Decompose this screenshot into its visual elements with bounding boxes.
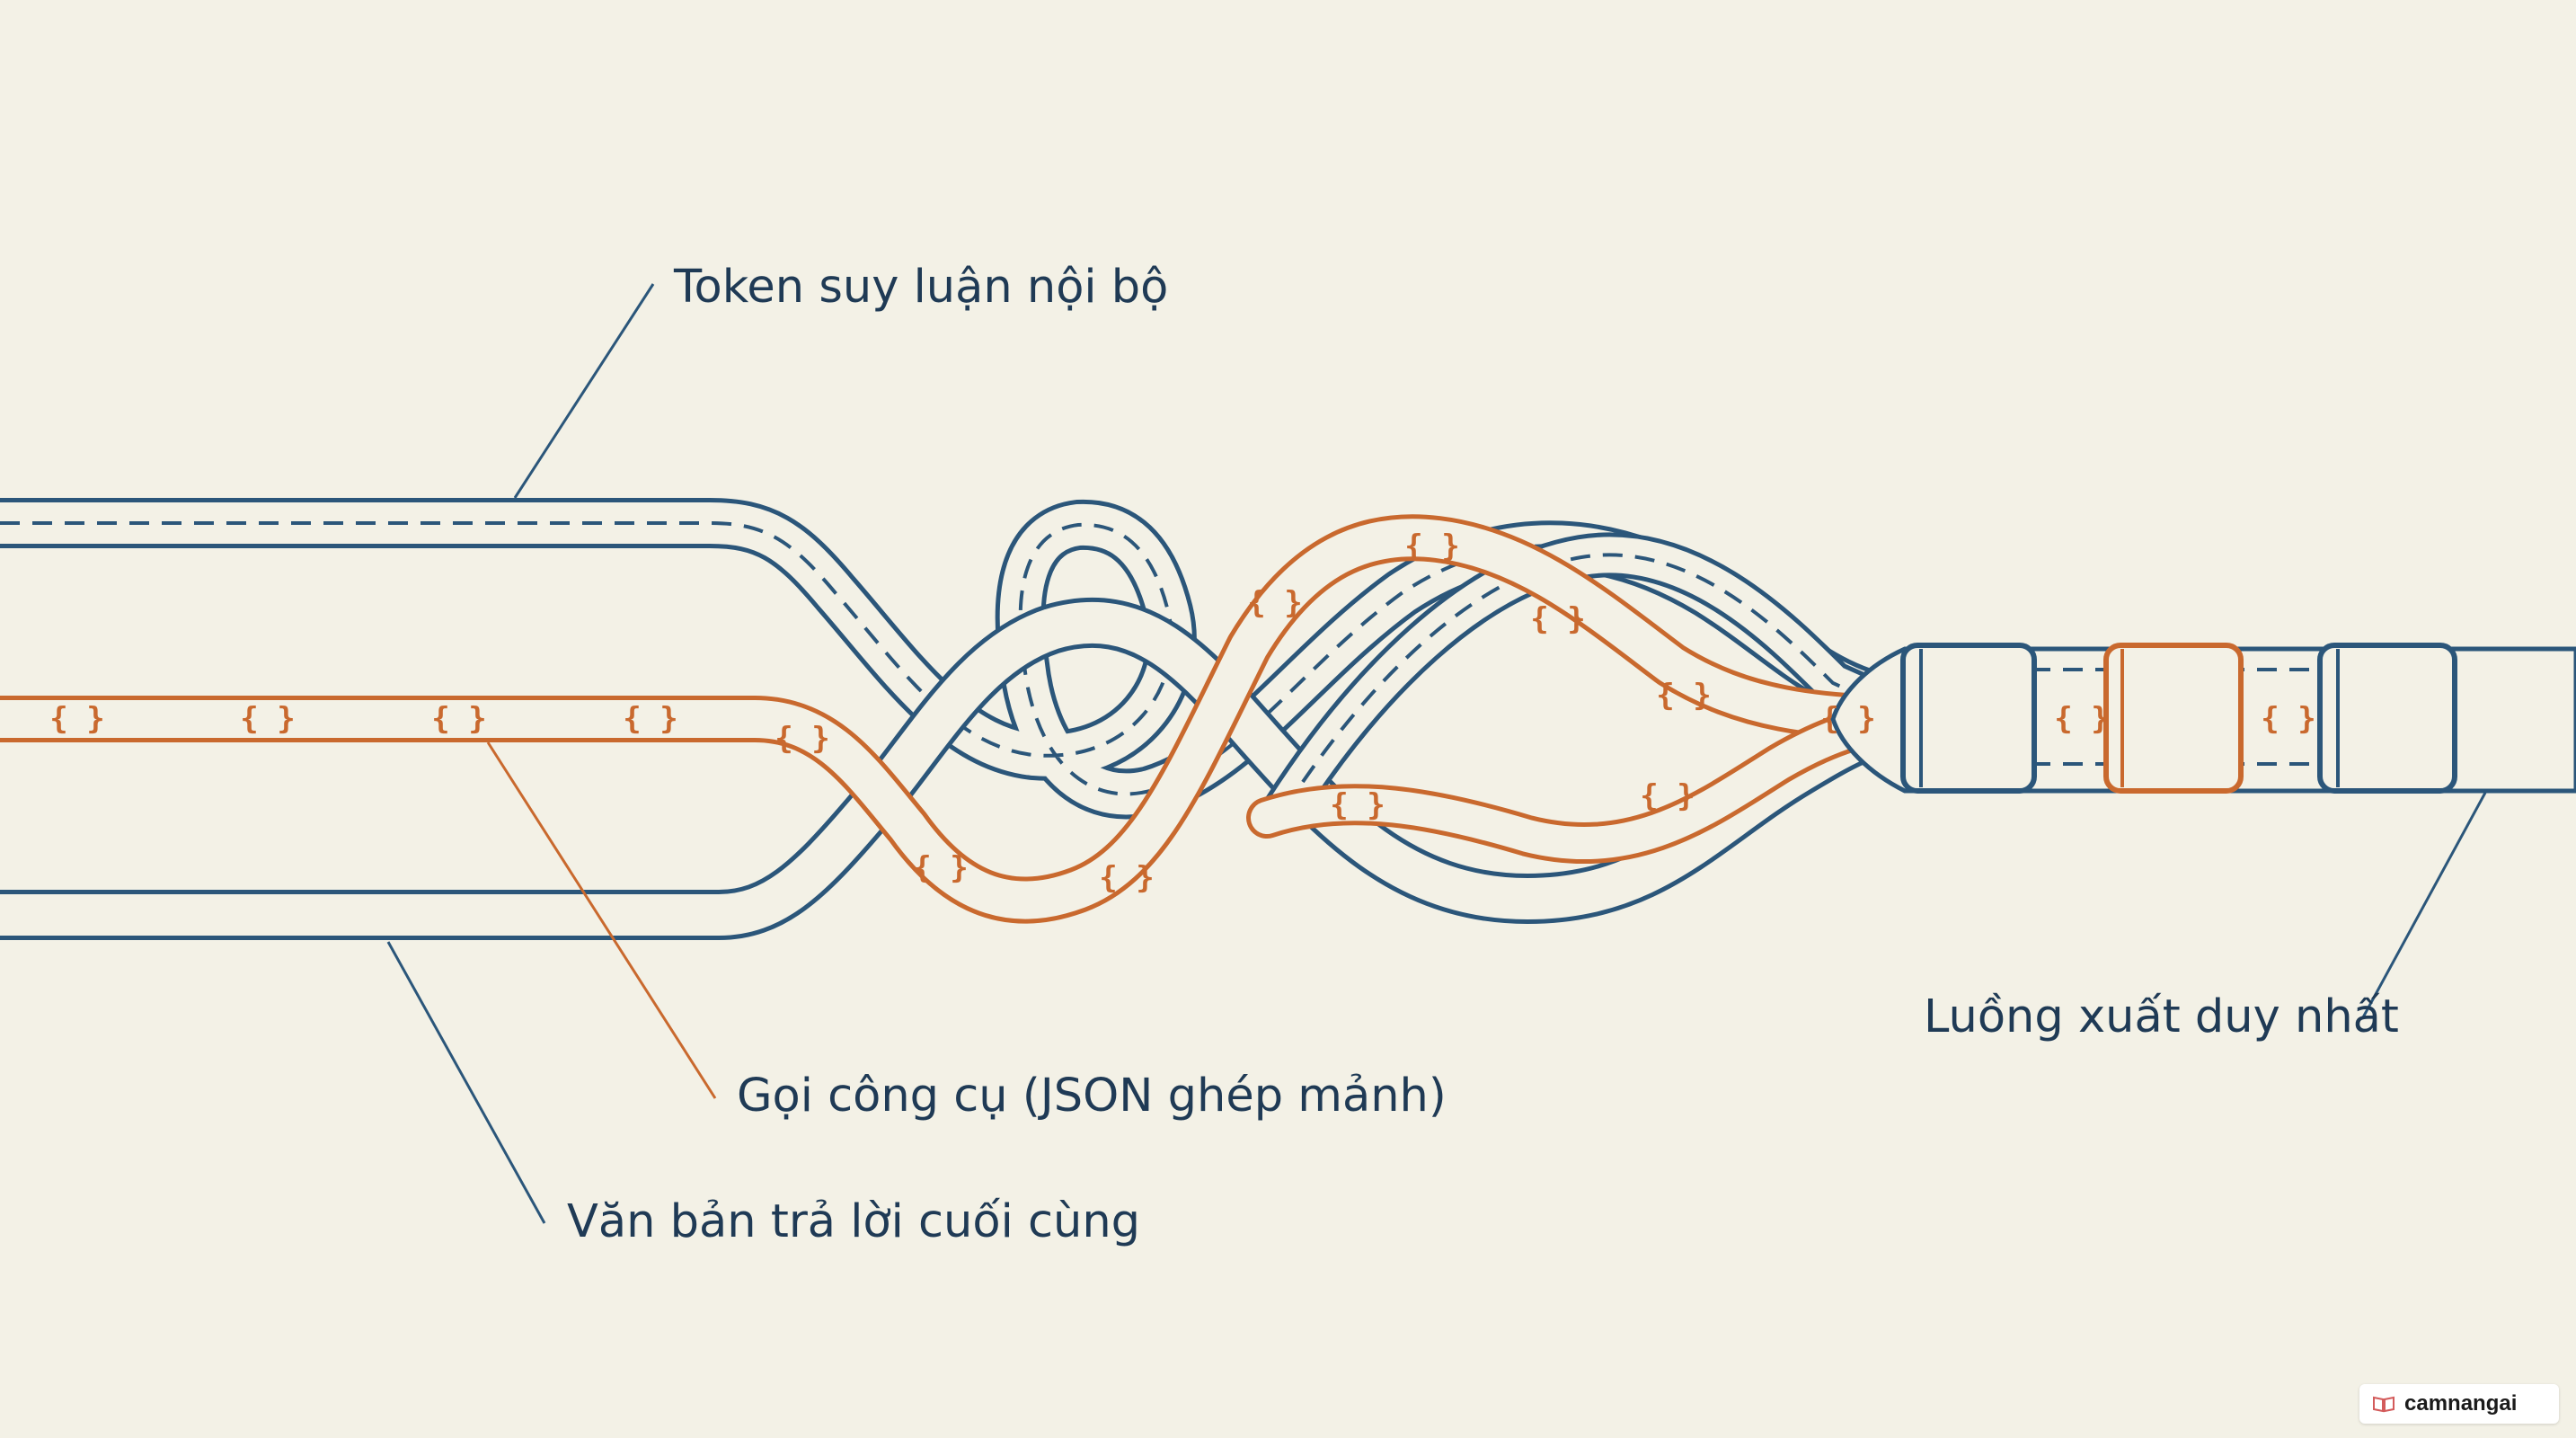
watermark-badge: camnangai [2359, 1384, 2559, 1424]
watermark-text: camnangai [2404, 1391, 2518, 1416]
json-fragment: { } [1656, 678, 1711, 714]
json-fragment: { } [775, 721, 829, 757]
json-fragment: { } [49, 701, 104, 737]
leader-final-text [386, 941, 546, 1224]
json-fragment: { } [2054, 701, 2109, 737]
json-fragment: { } [1404, 528, 1459, 564]
book-icon [2373, 1396, 2395, 1413]
collar-blue-2 [2317, 643, 2457, 794]
json-fragment: { } [623, 701, 677, 737]
collar-blue-1 [1900, 643, 2037, 794]
label-reasoning-tokens: Token suy luận nội bộ [673, 261, 1168, 314]
json-fragment: { } [240, 701, 295, 737]
json-fragment: { } [913, 850, 968, 886]
json-fragment: { } [1247, 585, 1302, 621]
leader-tool-call [486, 741, 717, 1099]
json-fragment: { } [1820, 701, 1875, 737]
label-tool-call: Gọi công cụ (JSON ghép mảnh) [737, 1070, 1447, 1123]
json-fragment: { } [1099, 860, 1154, 896]
braid-strand [1262, 532, 1936, 831]
tool-call-tube-fill [0, 519, 1933, 919]
json-fragment: { } [1330, 787, 1385, 823]
tool-call-tube [0, 514, 1937, 924]
label-final-text: Văn bản trả lời cuối cùng [567, 1195, 1140, 1248]
json-fragments: { } { } { } { } { } { } { } { } { } { } … [49, 528, 2315, 896]
json-fragment: { } [431, 701, 486, 737]
json-fragment: { } [2261, 701, 2315, 737]
json-fragment: { } [1530, 601, 1585, 637]
leader-reasoning [513, 283, 655, 499]
collar-orange [2103, 643, 2244, 794]
output-tube [1830, 643, 2576, 794]
label-single-output: Luồng xuất duy nhất [1924, 990, 2399, 1043]
tool-call-lower-fill [1251, 705, 1930, 859]
braid-strand-dash [1283, 553, 1915, 811]
json-fragment: { } [1640, 778, 1695, 814]
leader-output [2361, 792, 2487, 1018]
